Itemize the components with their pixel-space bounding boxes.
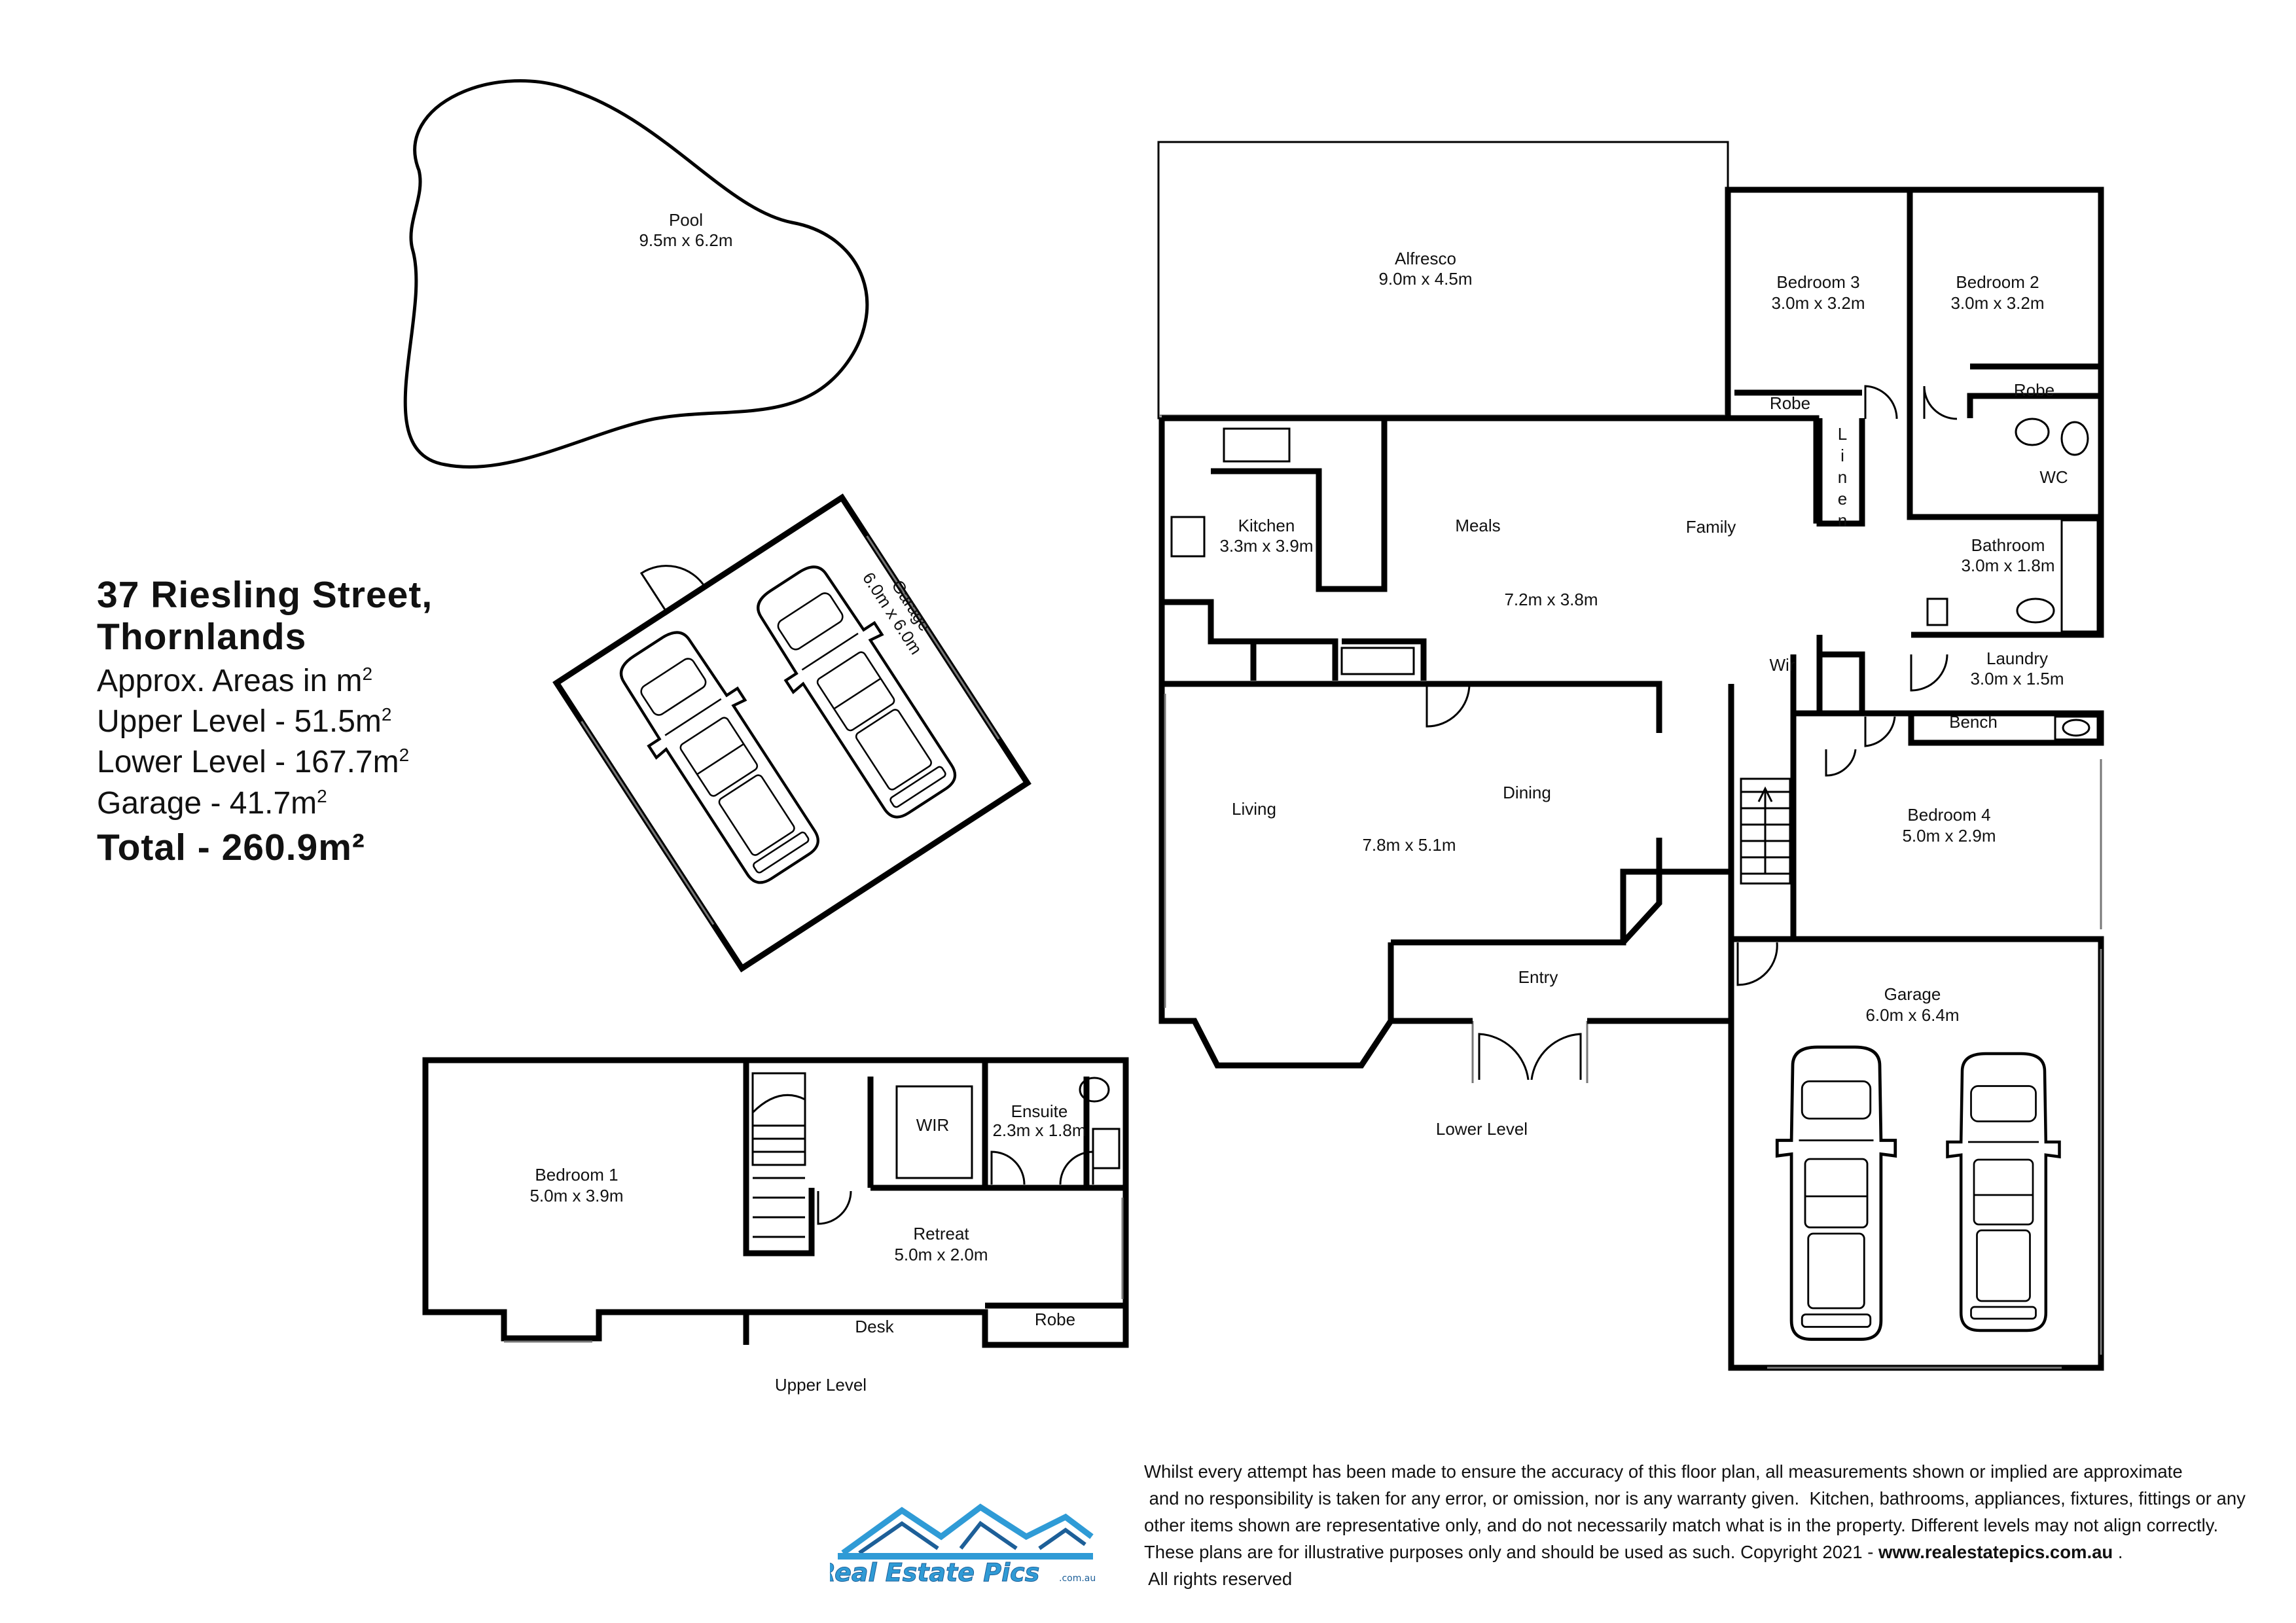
bedroom1-name: Bedroom 1 [535, 1165, 618, 1185]
pool-size: 9.5m x 6.2m [639, 230, 732, 250]
linen-e: e [1838, 489, 1847, 508]
house-outer-walls [1158, 187, 2104, 1371]
desk-label: Desk [855, 1317, 894, 1336]
bathroom-name: Bathroom [1971, 535, 2045, 555]
total-area: Total - 260.9m² [97, 827, 365, 869]
logo-text: Real Estate Pics [830, 1558, 1039, 1587]
garage-area: Garage - 41.7m2 [97, 785, 327, 821]
disclaimer: Whilst every attempt has been made to en… [1144, 1458, 2257, 1592]
linen-n2: n [1838, 510, 1847, 530]
street-address: 37 Riesling Street, [97, 574, 433, 616]
living-label: Living [1232, 799, 1276, 819]
bedroom1-size: 5.0m x 3.9m [529, 1186, 623, 1205]
lower-level-label: Lower Level [1436, 1119, 1528, 1139]
detached-garage [552, 493, 1031, 972]
robe-upper: Robe [1035, 1310, 1075, 1329]
laundry-name: Laundry [1986, 649, 2048, 668]
meals-family-size: 7.2m x 3.8m [1504, 590, 1598, 609]
linen-n1: n [1838, 467, 1847, 487]
ensuite-name: Ensuite [1011, 1101, 1068, 1121]
retreat-size: 5.0m x 2.0m [894, 1245, 988, 1264]
bedroom4-name: Bedroom 4 [1907, 805, 1990, 825]
wir-upper: WIR [916, 1115, 950, 1135]
areas-heading: Approx. Areas in m2 [97, 663, 373, 698]
bedroom3-name: Bedroom 3 [1776, 272, 1859, 292]
property-summary: 37 Riesling Street, Thornlands Approx. A… [97, 574, 433, 869]
pool-outline [403, 79, 869, 469]
robe-b2: Robe [2014, 380, 2054, 400]
suburb: Thornlands [97, 615, 307, 658]
garage-size: 6.0m x 6.4m [1865, 1005, 1959, 1025]
room-labels: Pool 9.5m x 6.2m Alfresco 9.0m x 4.5m Be… [529, 210, 2068, 1395]
garage-name: Garage [1884, 984, 1941, 1004]
disclaimer-line-3: other items shown are representative onl… [1144, 1515, 2219, 1535]
linen-l: L [1838, 424, 1847, 444]
family-label: Family [1686, 517, 1736, 537]
pool-name: Pool [669, 210, 703, 230]
alfresco-size: 9.0m x 4.5m [1378, 269, 1472, 289]
bedroom4-size: 5.0m x 2.9m [1902, 826, 1996, 846]
bedroom2-size: 3.0m x 3.2m [1950, 293, 2044, 313]
linen-i: i [1840, 446, 1844, 465]
ensuite-size: 2.3m x 1.8m [992, 1120, 1086, 1140]
kitchen-name: Kitchen [1238, 516, 1295, 535]
laundry-size: 3.0m x 1.5m [1970, 669, 2064, 688]
bedroom3-size: 3.0m x 3.2m [1771, 293, 1865, 313]
robe-b3: Robe [1770, 393, 1810, 413]
meals-label: Meals [1455, 516, 1500, 535]
alfresco-name: Alfresco [1395, 249, 1456, 268]
lower-level-area: Lower Level - 167.7m2 [97, 744, 410, 779]
kitchen-size: 3.3m x 3.9m [1219, 536, 1313, 556]
bathroom-size: 3.0m x 1.8m [1961, 556, 2054, 575]
upper-level-label: Upper Level [775, 1375, 867, 1395]
lower-stair [1740, 777, 1791, 885]
disclaimer-line-1: Whilst every attempt has been made to en… [1144, 1461, 2183, 1482]
wc-label: WC [2039, 467, 2068, 487]
retreat-name: Retreat [913, 1224, 969, 1243]
living-dining-size: 7.8m x 5.1m [1362, 835, 1456, 855]
logo-domain: .com.au [1059, 1573, 1096, 1584]
website-link[interactable]: www.realestatepics.com.au [1878, 1542, 2113, 1562]
bench-label: Bench [1949, 712, 1998, 732]
disclaimer-line-2: and no responsibility is taken for any e… [1144, 1488, 2246, 1508]
entry-door [1391, 1018, 1731, 1083]
entry-label: Entry [1518, 967, 1558, 987]
upper-level-area: Upper Level - 51.5m2 [97, 704, 392, 740]
upper-level-walls [422, 1057, 1129, 1348]
disclaimer-line-4: These plans are for illustrative purpose… [1144, 1542, 2123, 1562]
real-estate-pics-logo: Real Estate Pics .com.au [830, 1503, 1096, 1588]
dining-label: Dining [1503, 783, 1551, 802]
bedroom2-name: Bedroom 2 [1956, 272, 2039, 292]
disclaimer-line-5: All rights reserved [1144, 1569, 1293, 1589]
upper-stair [751, 1072, 806, 1238]
wir-lower: Wir [1770, 655, 1795, 675]
